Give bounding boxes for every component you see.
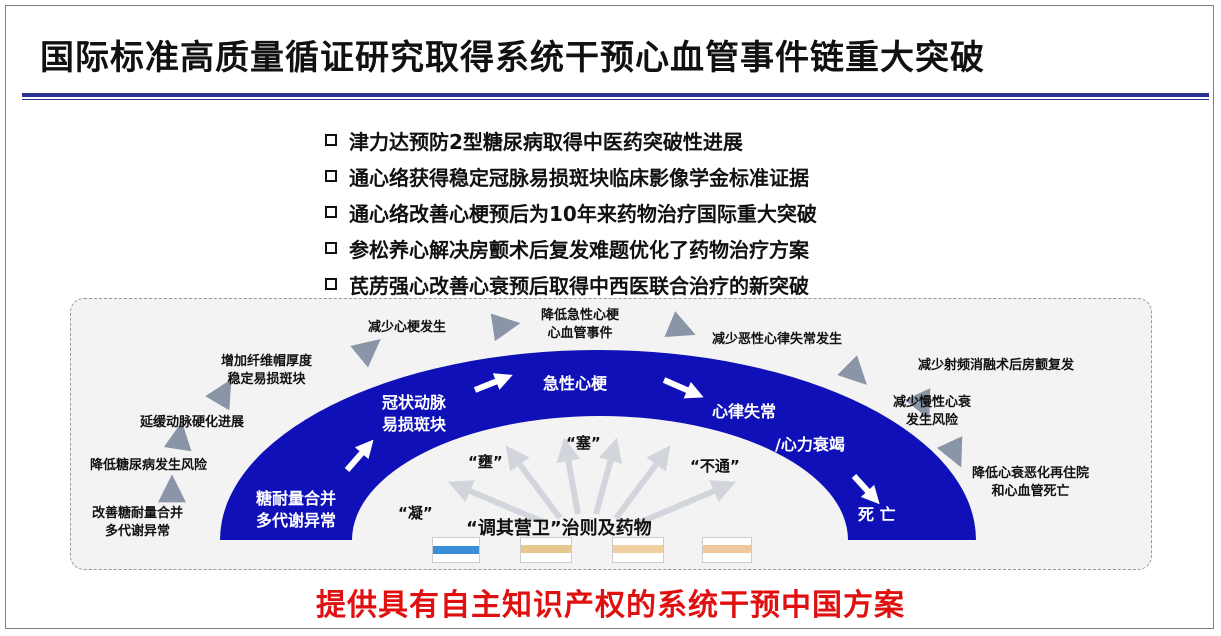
- arrow-icon: [490, 313, 521, 342]
- event-stage-label: /心力衰竭: [775, 435, 845, 454]
- effect-label: 改善糖耐量合并 多代谢异常: [92, 506, 184, 539]
- arrow-icon: [634, 480, 736, 527]
- product-box-image: [520, 537, 572, 563]
- arrow-icon: [556, 437, 581, 515]
- product-box-image: [432, 537, 480, 563]
- arrow-icon: [473, 373, 513, 393]
- arrow-icon: [837, 355, 867, 385]
- title-rule-thin: [22, 99, 1209, 100]
- event-stage-label: 死 亡: [858, 505, 896, 524]
- page-title: 国际标准高质量循证研究取得系统干预心血管事件链重大突破: [40, 38, 985, 78]
- product-box-image: [702, 537, 752, 563]
- checkbox-icon: [325, 134, 337, 146]
- event-stage-label: 心律失常: [712, 402, 777, 421]
- arrow-icon: [904, 388, 931, 420]
- effect-label: 延缓动脉硬化进展: [140, 415, 245, 430]
- treatment-principle-label: “调其营卫”治则及药物: [466, 518, 652, 539]
- arrow-icon: [448, 480, 550, 527]
- arrow-icon: [505, 445, 563, 520]
- mechanism-label: “不通”: [690, 457, 740, 475]
- checkbox-icon: [325, 278, 337, 290]
- title-rule: [22, 93, 1209, 97]
- bullet-list: 津力达预防2型糖尿病取得中医药突破性进展 通心络获得稳定冠脉易损斑块临床影像学金…: [325, 122, 817, 302]
- arrow-icon: [851, 473, 880, 505]
- arrow-icon: [350, 339, 381, 368]
- bullet-item: 通心络改善心梗预后为10年来药物治疗国际重大突破: [325, 194, 817, 230]
- slide-frame: [5, 5, 1214, 629]
- effect-label: 降低心衰恶化再住院 和心血管死亡: [972, 466, 1090, 499]
- effect-label: 减少恶性心律失常发生: [712, 332, 843, 347]
- bullet-item: 芪苈强心改善心衰预后取得中西医联合治疗的新突破: [325, 266, 817, 302]
- bullet-item: 参松养心解决房颤术后复发难题优化了药物治疗方案: [325, 230, 817, 266]
- mechanism-label: “壅”: [468, 453, 503, 471]
- effect-label: 减少心梗发生: [368, 320, 447, 335]
- mechanism-label: “塞”: [566, 434, 601, 452]
- bullet-item: 通心络获得稳定冠脉易损斑块临床影像学金标准证据: [325, 158, 817, 194]
- event-stage-label: 冠状动脉 易损斑块: [382, 393, 447, 434]
- arrow-icon: [613, 445, 671, 520]
- arrow-icon: [163, 421, 192, 452]
- product-box-image: [612, 537, 664, 563]
- event-stage-label: 糖耐量合并 多代谢异常: [256, 489, 337, 530]
- effect-label: 减少射频消融术后房颤复发: [918, 358, 1075, 373]
- effect-label: 降低糖尿病发生风险: [90, 458, 208, 473]
- arrow-icon: [662, 377, 704, 399]
- event-stage-label: 急性心梗: [543, 374, 608, 393]
- checkbox-icon: [325, 206, 337, 218]
- event-chain-arch: [220, 350, 976, 540]
- arrow-icon: [936, 436, 963, 468]
- conclusion-text: 提供具有自主知识产权的系统干预中国方案: [316, 588, 905, 623]
- checkbox-icon: [325, 170, 337, 182]
- arrow-icon: [205, 379, 232, 411]
- arrow-icon: [344, 439, 374, 472]
- effect-label: 减少慢性心衰 发生风险: [893, 395, 972, 428]
- effect-label: 增加纤维帽厚度 稳定易损斑块: [221, 354, 313, 387]
- effect-label: 降低急性心梗 心血管事件: [541, 308, 620, 341]
- checkbox-icon: [325, 242, 337, 254]
- mechanism-label: “凝”: [398, 504, 433, 522]
- arrow-icon: [664, 311, 696, 337]
- arrow-icon: [593, 437, 623, 515]
- bullet-item: 津力达预防2型糖尿病取得中医药突破性进展: [325, 122, 817, 158]
